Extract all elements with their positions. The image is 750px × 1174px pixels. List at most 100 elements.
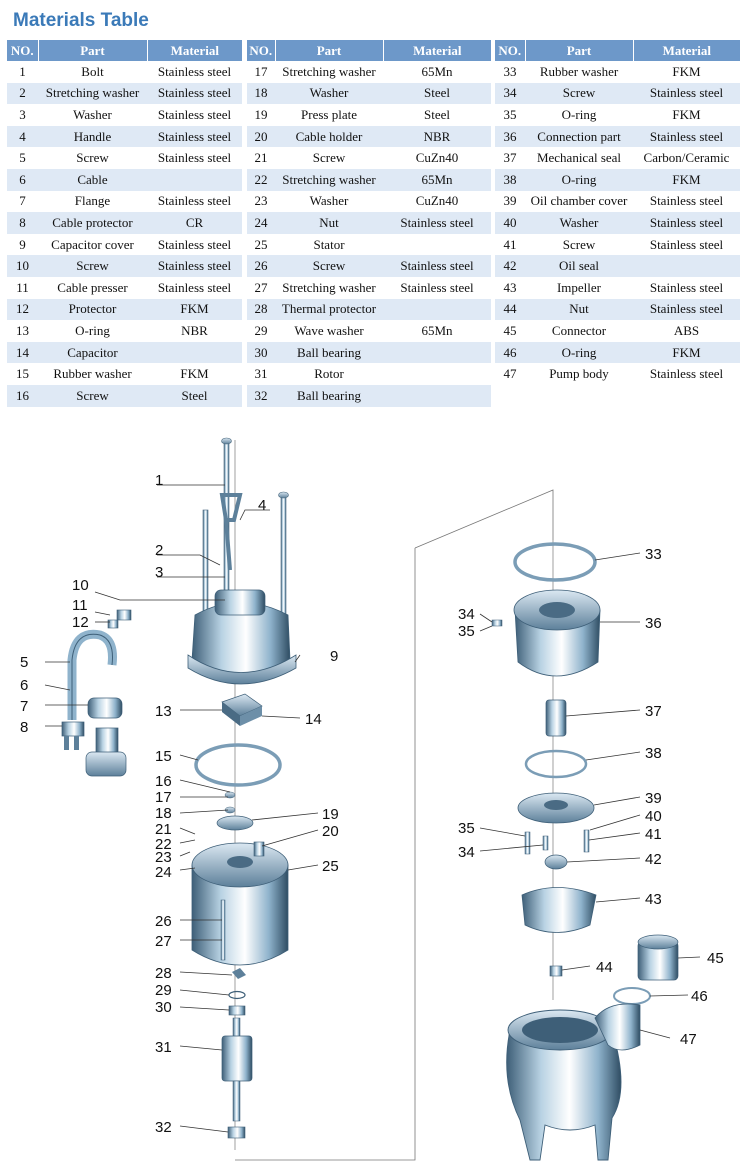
cell-material xyxy=(147,168,242,191)
callout-leader-lines xyxy=(44,484,701,1133)
cell-no: 27 xyxy=(254,279,268,295)
cell-no: 39 xyxy=(503,193,517,209)
parts-right-assembly xyxy=(235,489,679,1161)
cell-part: Connection part xyxy=(525,125,633,148)
callout-number: 46 xyxy=(691,988,708,1005)
cell-part: Washer xyxy=(525,212,633,234)
cell-part: O-ring xyxy=(525,168,633,191)
callout-number: 29 xyxy=(155,982,172,999)
cell-material xyxy=(633,255,740,277)
cell-part: Wave washer xyxy=(294,322,364,338)
cell-material: Steel xyxy=(424,106,450,122)
cell-part: Mechanical seal xyxy=(536,150,622,166)
callout-number: 15 xyxy=(155,748,172,765)
callout-number: 20 xyxy=(322,823,339,840)
cell-no: 11 xyxy=(16,279,29,295)
callout-number: 35 xyxy=(458,820,475,837)
callout-number: 23 xyxy=(155,849,172,866)
cell-material: Steel xyxy=(383,82,491,105)
callout-number: 33 xyxy=(645,546,662,563)
cell-part: Washer xyxy=(275,82,383,105)
cell-part: Stretching washer xyxy=(38,82,147,105)
callout-number: 34 xyxy=(458,844,475,861)
callout-number: 42 xyxy=(645,851,662,868)
header-material: Material xyxy=(147,40,242,61)
cell-no: 3 xyxy=(19,106,26,122)
cell-material: Stainless steel xyxy=(147,82,242,105)
cell-part: Connector xyxy=(551,322,607,338)
cell-material: Stainless steel xyxy=(147,255,242,277)
cell-part: Protector xyxy=(38,298,147,321)
header-material: Material xyxy=(633,40,740,61)
callout-number: 4 xyxy=(258,497,266,514)
cell-part: Rubber washer xyxy=(539,63,619,79)
cell-material: Stainless steel xyxy=(147,125,242,148)
header-material: Material xyxy=(383,40,491,61)
callout-number: 12 xyxy=(72,614,89,631)
cell-no: 22 xyxy=(247,168,275,191)
callout-number: 36 xyxy=(645,615,662,632)
cell-no: 16 xyxy=(7,384,38,407)
cell-material: Stainless steel xyxy=(649,236,724,252)
cell-part: Screw xyxy=(525,82,633,105)
cell-no: 35 xyxy=(503,106,517,122)
cell-material xyxy=(383,384,491,407)
cell-part: Ball bearing xyxy=(275,384,383,407)
cell-part: Rubber washer xyxy=(53,366,132,382)
cell-no: 46 xyxy=(495,341,525,364)
callout-number: 21 xyxy=(155,821,172,838)
cell-no: 42 xyxy=(495,255,525,277)
cell-material: FKM xyxy=(672,63,701,79)
callout-number: 37 xyxy=(645,703,662,720)
cell-part: O-ring xyxy=(75,322,110,338)
cell-part: Rotor xyxy=(314,366,344,382)
callout-number: 38 xyxy=(645,745,662,762)
cell-material xyxy=(383,298,491,321)
cell-no: 20 xyxy=(247,125,275,148)
cell-part: Ball bearing xyxy=(275,341,383,364)
cell-part: Screw xyxy=(38,384,147,407)
materials-table-title: Materials Table xyxy=(13,10,149,31)
cell-no: 10 xyxy=(7,255,38,277)
cell-part: Stretching washer xyxy=(282,63,376,79)
callout-number: 41 xyxy=(645,826,662,843)
callout-number: 30 xyxy=(155,999,172,1016)
cell-material: ABS xyxy=(673,322,700,338)
cell-no: 28 xyxy=(247,298,275,321)
callout-number: 14 xyxy=(305,711,322,728)
cell-no: 29 xyxy=(254,322,268,338)
callout-number: 28 xyxy=(155,965,172,982)
cell-part: Washer xyxy=(73,106,112,122)
callout-number: 26 xyxy=(155,913,172,930)
cell-part: Stretching washer xyxy=(282,279,376,295)
cell-material: FKM xyxy=(180,366,209,382)
cell-material: Stainless steel xyxy=(633,125,740,148)
callout-number: 2 xyxy=(155,542,163,559)
cell-part: Capacitor xyxy=(38,341,147,364)
cell-no: 19 xyxy=(254,106,268,122)
cell-part: Stretching washer xyxy=(275,168,383,191)
cell-part: Thermal protector xyxy=(275,298,383,321)
callout-number: 39 xyxy=(645,790,662,807)
